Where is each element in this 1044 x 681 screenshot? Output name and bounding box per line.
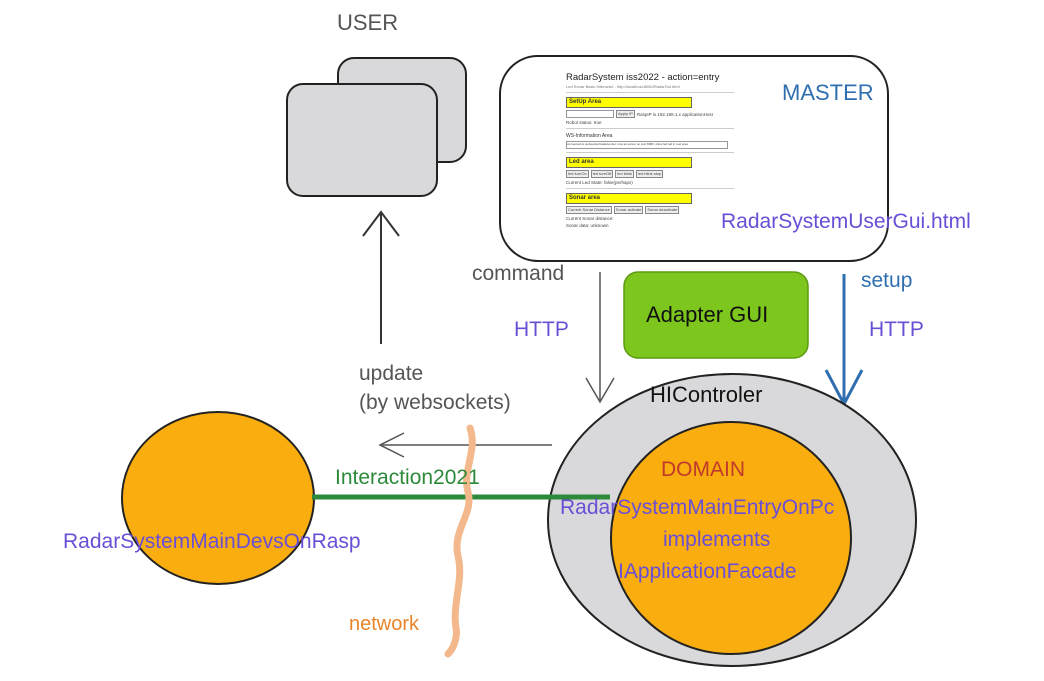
gui-sonar-buttons: Current Sonar Distance Sonar activate So… <box>566 206 734 214</box>
gui-led-on-button: led turnOn <box>566 170 589 178</box>
implements-label: implements <box>663 528 771 551</box>
interaction-label: Interaction2021 <box>335 466 480 489</box>
gui-led-off-button: led turnOff <box>590 170 614 178</box>
websocket-arrow-head <box>378 432 405 458</box>
main-entry-label: RadarSystemMainEntryOnPc <box>560 496 835 519</box>
domain-ellipse <box>610 421 852 655</box>
update-arrow-head <box>362 210 400 237</box>
network-boundary <box>444 424 476 658</box>
gui-sonar-area: Sonar area <box>566 193 692 204</box>
devs-on-rasp-label: RadarSystemMainDevsOnRasp <box>63 530 361 553</box>
gui-setup-area: SetUp Area <box>566 97 692 108</box>
gui-robot-status: Robot status: true <box>566 120 602 125</box>
by-websockets-label: (by websockets) <box>359 391 511 414</box>
adapter-gui-box <box>623 271 809 359</box>
command-arrow-head <box>585 377 615 404</box>
gui-apply-button: Apply IP <box>616 110 635 118</box>
http-right-label: HTTP <box>869 318 924 341</box>
update-label: update <box>359 362 424 385</box>
gui-led-area: Led area <box>566 157 692 168</box>
gui-sonar-distance: Current Sonar distance: <box>566 216 614 221</box>
html-file-label: RadarSystemUserGui.html <box>721 210 971 233</box>
gui-sonar-deactivate-button: Sonar deactivate <box>645 206 680 214</box>
gui-setup-row: Apply IP RaspIP is 192.168.1.x applicati… <box>566 110 734 118</box>
user-label: USER <box>337 10 399 35</box>
gui-sonar-activate-button: Sonar activate <box>613 206 644 214</box>
domain-label: DOMAIN <box>661 458 745 481</box>
hicontroler-label: HIControler <box>650 382 763 407</box>
gui-sonar-data: Sonar data: unknown <box>566 223 609 228</box>
devs-on-rasp-ellipse <box>121 411 315 585</box>
gui-preview-subtitle: Led Sonar Basic Interactor - http://loca… <box>566 84 680 89</box>
gui-preview: RadarSystem iss2022 - action=entry Led S… <box>566 72 734 242</box>
gui-led-state: Current Led State: false(perhaps) <box>566 180 633 185</box>
gui-preview-title: RadarSystem iss2022 - action=entry <box>566 72 720 83</box>
gui-sonar-distance-button: Current Sonar Distance <box>566 206 612 214</box>
gui-led-buttons: led turnOn led turnOff led blink led bli… <box>566 170 734 178</box>
master-label: MASTER <box>782 80 874 105</box>
user-window-front <box>286 83 438 197</box>
gui-ws-area: WS-Information Area <box>566 133 613 139</box>
gui-setup-hint: RaspIP is 192.168.1.x applicationHost <box>636 111 713 117</box>
gui-led-blink-button: led blink <box>615 170 634 178</box>
http-left-label: HTTP <box>514 318 569 341</box>
adapter-gui-label: Adapter GUI <box>646 302 769 327</box>
command-label: command <box>472 262 565 285</box>
network-label: network <box>349 613 420 635</box>
gui-led-blink-stop-button: led blink stop <box>635 170 664 178</box>
facade-label: IApplicationFacade <box>618 560 797 583</box>
gui-ws-text: connected to websocket/radarsocket: now … <box>566 141 728 149</box>
gui-ip-input <box>566 110 614 118</box>
setup-label: setup <box>861 269 913 292</box>
